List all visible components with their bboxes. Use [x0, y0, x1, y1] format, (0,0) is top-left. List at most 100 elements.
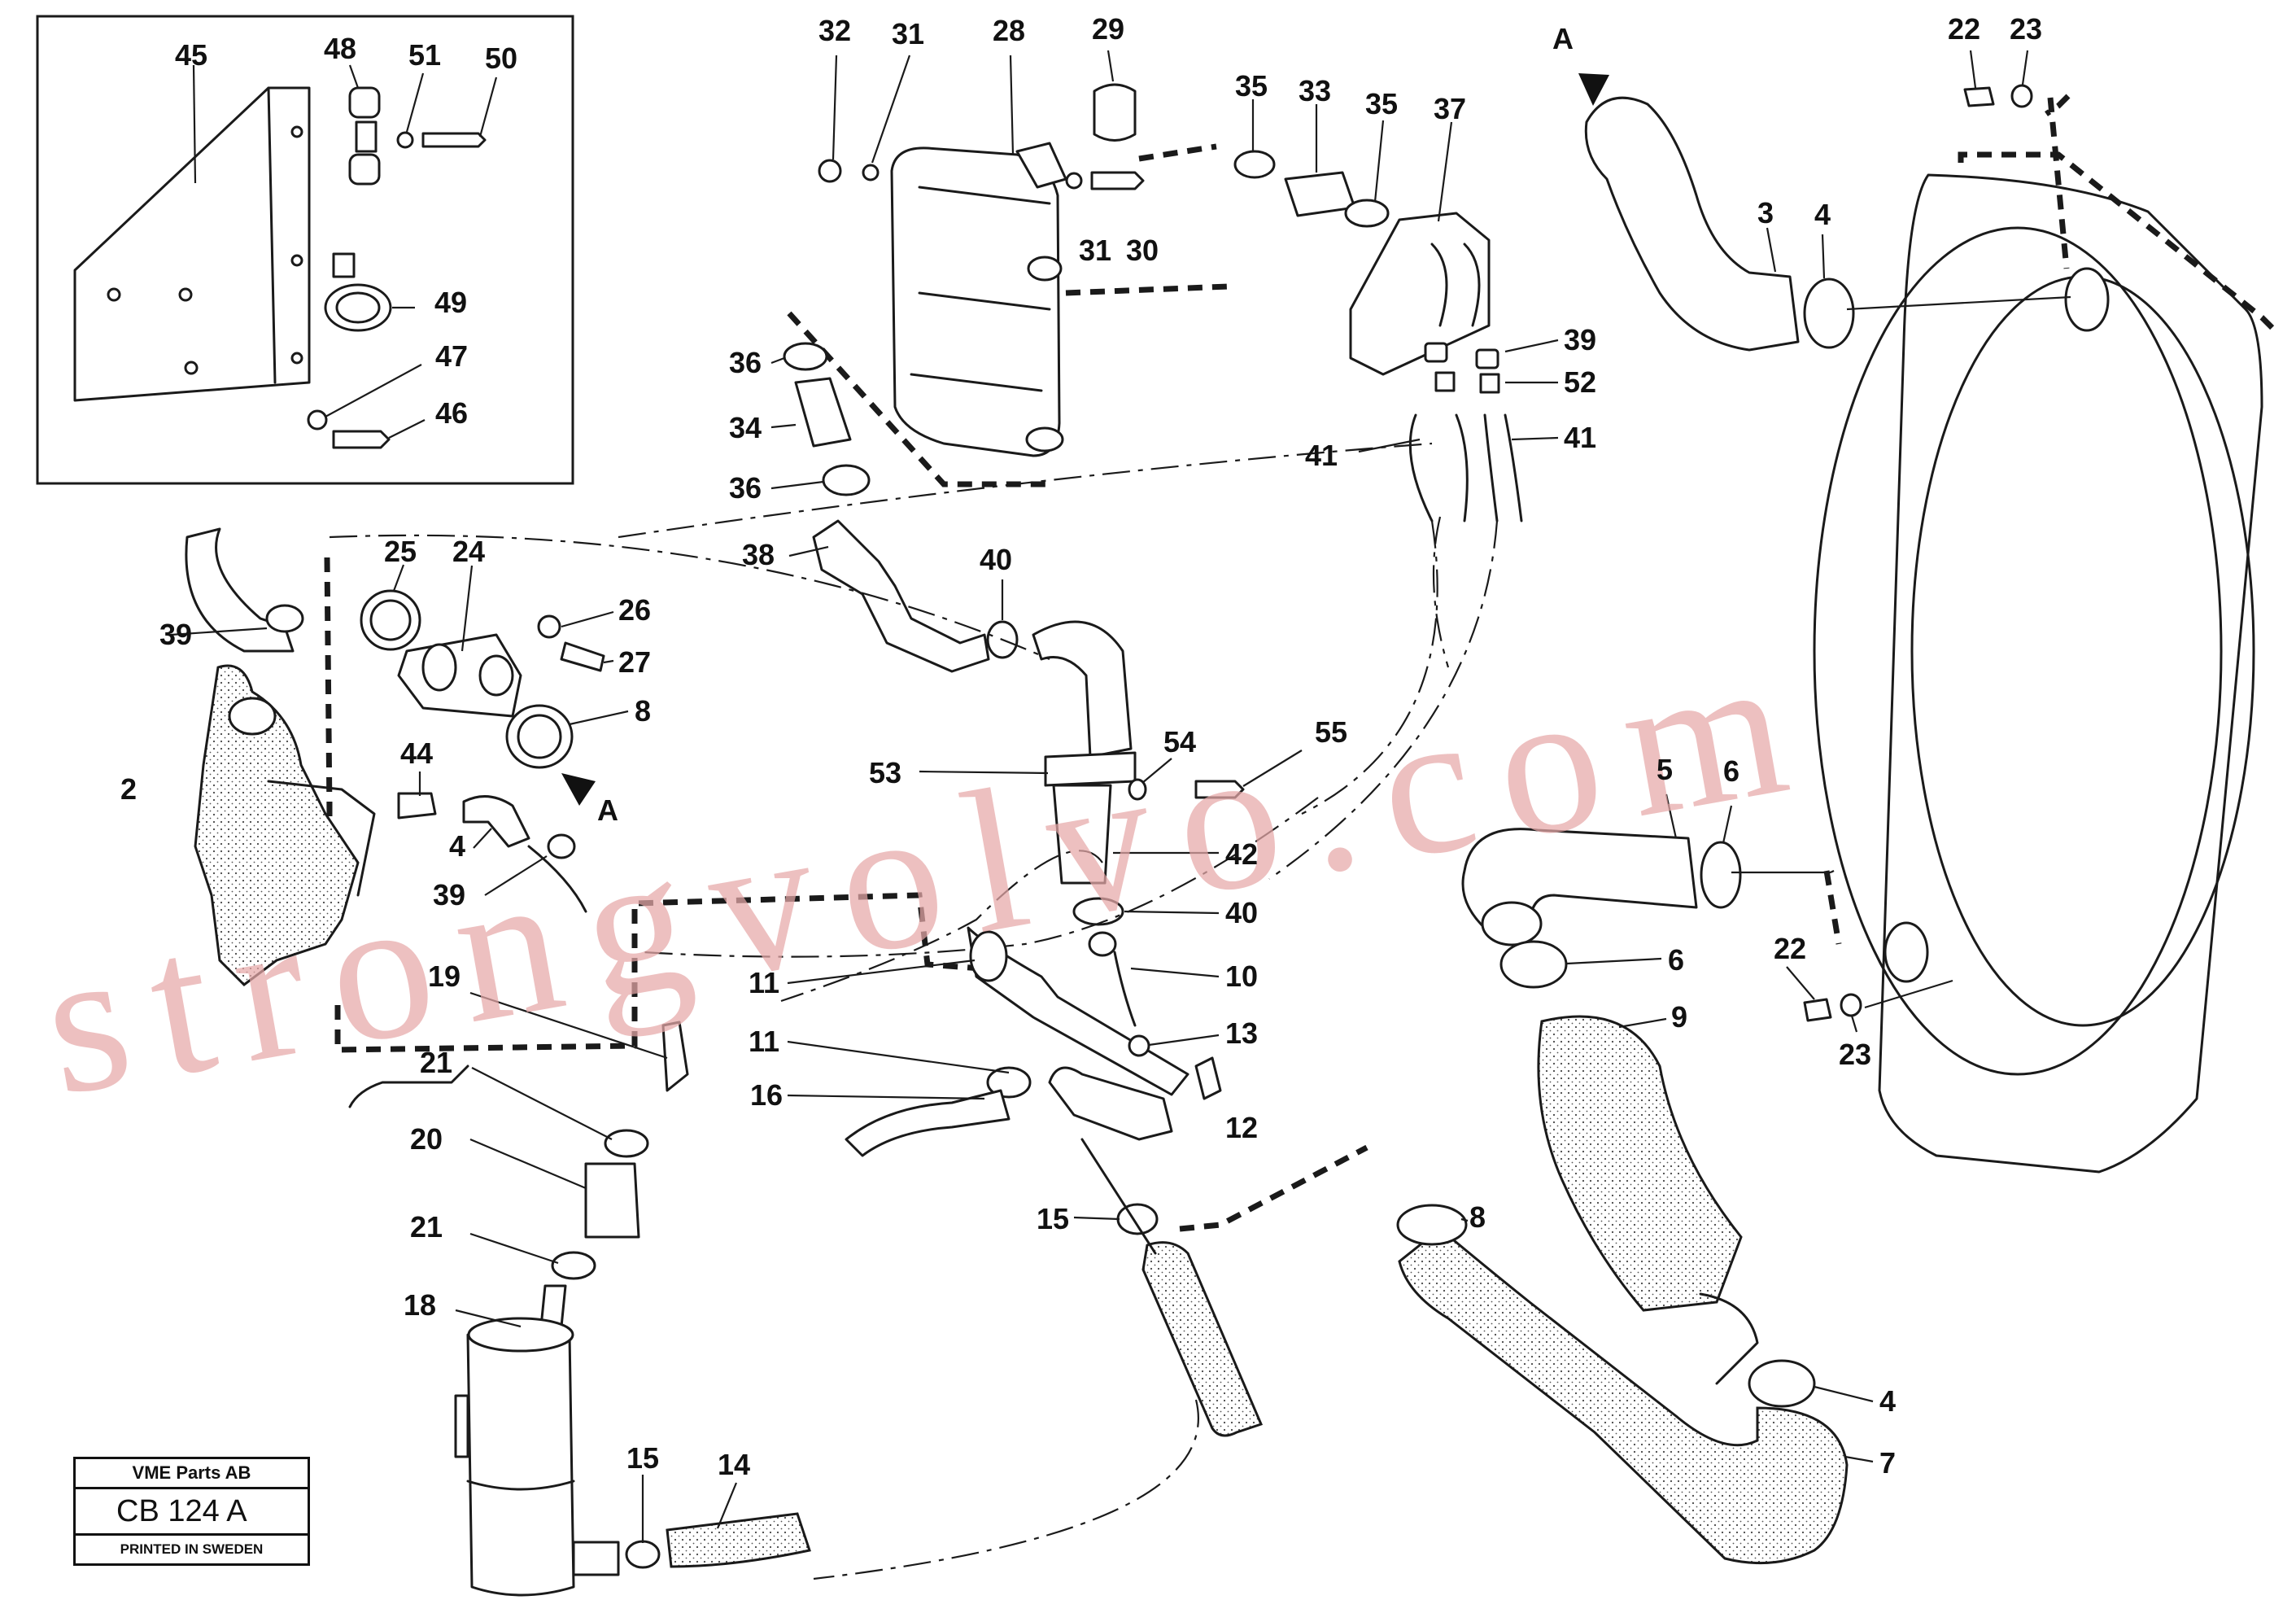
callout-51: 51	[408, 38, 441, 72]
clamp-21a	[604, 1129, 649, 1158]
callout-41b: 41	[1564, 421, 1596, 454]
clamp-4c	[1748, 1359, 1816, 1408]
screw-55	[1194, 780, 1245, 799]
stamp-printed-in: PRINTED IN SWEDEN	[120, 1541, 264, 1557]
screw-22b	[1803, 998, 1832, 1022]
clamp-8a	[505, 704, 574, 769]
callout-21b: 21	[410, 1210, 443, 1244]
callout-48: 48	[324, 32, 356, 65]
hose-33	[1284, 171, 1356, 217]
washer-31b	[1065, 172, 1083, 190]
pump-casting	[194, 664, 360, 986]
callout-2: 2	[120, 772, 137, 806]
callout-13: 13	[1225, 1016, 1258, 1050]
screw-27	[560, 641, 605, 672]
callout-39c: 39	[433, 878, 465, 911]
callout-29: 29	[1092, 12, 1124, 46]
hose-42	[1052, 784, 1112, 885]
callout-49: 49	[434, 286, 467, 319]
inset-frame	[36, 15, 574, 485]
clip-39b	[265, 604, 304, 633]
callout-A-left: A	[597, 793, 618, 827]
engine-water-pump	[194, 664, 587, 986]
flange-11a	[969, 930, 1008, 982]
washer-54	[1128, 778, 1147, 801]
arrow-A-left	[561, 773, 596, 806]
callout-6b: 6	[1668, 943, 1684, 977]
stamp-drawing-code: CB 124 A	[76, 1489, 308, 1536]
callout-30: 30	[1126, 234, 1159, 267]
callout-22a: 22	[1948, 12, 1980, 46]
callout-25: 25	[384, 535, 417, 568]
washer-51	[396, 131, 414, 149]
expansion-tank	[818, 50, 1145, 457]
callout-40b: 40	[1225, 896, 1258, 929]
pump-housing-9	[1537, 1015, 1743, 1312]
clamp-8b	[1396, 1204, 1468, 1246]
clamp-36a	[783, 342, 828, 371]
valve-37	[1349, 212, 1491, 376]
callout-6a: 6	[1723, 754, 1739, 788]
upper-inlet	[2064, 267, 2110, 332]
callout-39a: 39	[1564, 323, 1596, 356]
callout-labels: 45 48 51 50 49 47 46 32 31 28 29 31 30 3…	[120, 12, 2042, 1481]
clip-48-upper	[348, 86, 381, 119]
callout-41a: 41	[1305, 439, 1338, 472]
lower-outlet	[1884, 921, 1929, 983]
screw-30	[1090, 171, 1145, 190]
callout-46: 46	[435, 396, 468, 430]
inset-bracket-detail	[36, 15, 574, 485]
callout-31b: 31	[1079, 234, 1111, 267]
screw-22a	[1963, 86, 1995, 107]
callout-11b: 11	[749, 1025, 779, 1058]
callout-3: 3	[1757, 196, 1774, 229]
callout-36a: 36	[729, 346, 762, 379]
nut-13	[1128, 1034, 1150, 1057]
hose-3	[1584, 96, 1800, 352]
callout-50: 50	[485, 42, 517, 75]
nut-32	[818, 159, 842, 183]
screw-12	[1194, 1056, 1222, 1100]
stamp-company: VME Parts AB	[76, 1459, 308, 1489]
callout-37: 37	[1434, 92, 1466, 125]
upper-radiator-hose	[1578, 73, 2071, 352]
clip-39a	[1424, 342, 1448, 363]
hose-14	[666, 1512, 811, 1568]
callout-54: 54	[1163, 725, 1196, 758]
callout-40a: 40	[980, 543, 1012, 576]
fan-shroud	[1813, 226, 2223, 1076]
callout-33: 33	[1299, 74, 1331, 107]
washer-26	[537, 614, 561, 639]
clamp-15a	[1116, 1203, 1159, 1235]
clamp-35b	[1344, 199, 1390, 228]
callout-8b: 8	[1469, 1200, 1486, 1234]
clip-48-lower	[348, 153, 381, 186]
hose-7	[1398, 1227, 1849, 1565]
screw-50	[421, 132, 487, 148]
callout-35a: 35	[1235, 69, 1268, 103]
hose-stipple-mid	[1141, 1241, 1264, 1437]
callout-12: 12	[1225, 1111, 1258, 1144]
callout-15b: 15	[626, 1441, 659, 1475]
arrow-A-top	[1578, 73, 1609, 106]
callout-23b: 23	[1839, 1038, 1871, 1071]
callout-22b: 22	[1774, 932, 1806, 965]
tank-body	[890, 146, 1061, 457]
screw-46	[332, 430, 391, 449]
hose-20	[584, 1162, 640, 1239]
clip-39c	[547, 833, 576, 859]
elbow-4a	[462, 795, 530, 848]
callout-7: 7	[1879, 1446, 1896, 1480]
callout-5: 5	[1657, 753, 1673, 786]
clamp-21b	[551, 1251, 596, 1280]
clamp-49	[324, 283, 392, 332]
callout-55: 55	[1315, 715, 1347, 749]
callout-19: 19	[428, 959, 461, 993]
clamp-6b	[1499, 940, 1568, 989]
lower-radiator-hose	[1396, 793, 1874, 1565]
callout-4a: 4	[449, 829, 465, 863]
callout-A-top: A	[1552, 22, 1574, 55]
callout-35b: 35	[1365, 87, 1398, 120]
callout-39b: 39	[159, 618, 192, 651]
